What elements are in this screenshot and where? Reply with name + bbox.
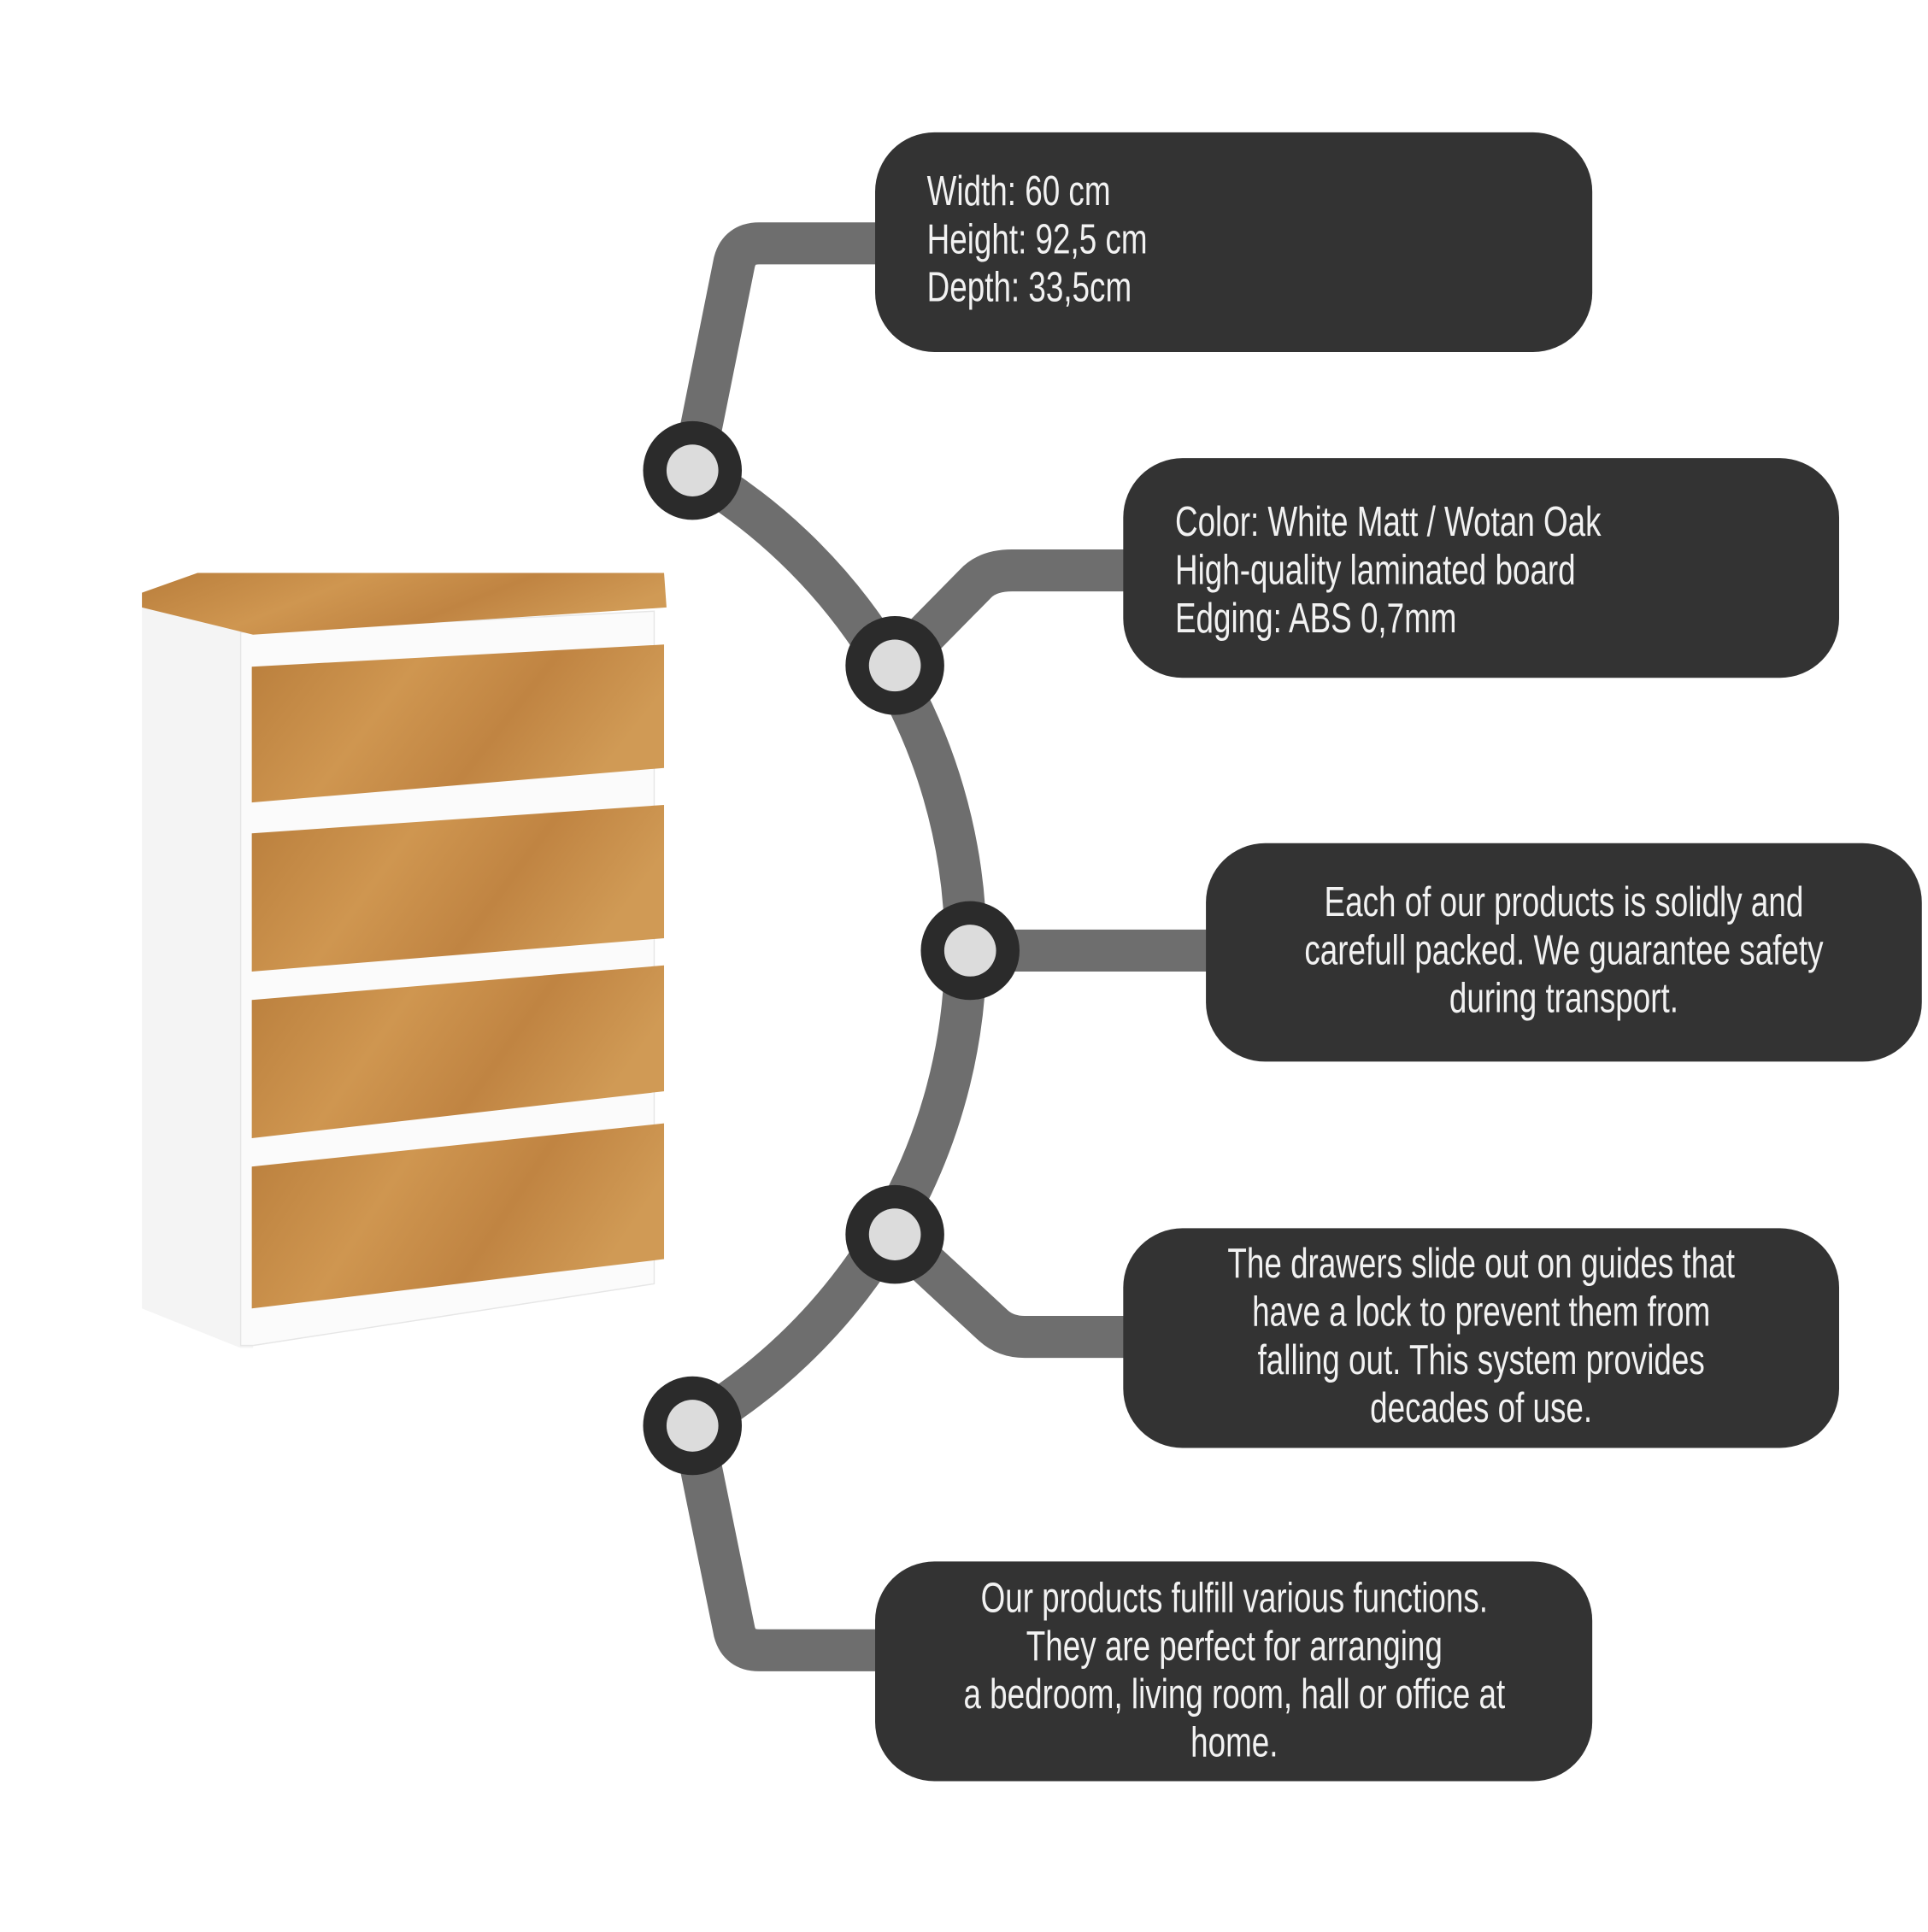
connector-5 — [672, 1421, 879, 1671]
callout-1-line-3: Depth: 33,5cm — [927, 265, 1132, 311]
node-3 — [920, 901, 1020, 1001]
dresser-drawer-4 — [251, 1123, 665, 1309]
callout-5-line-1: Our products fulfill various functions. — [981, 1576, 1488, 1622]
dresser-drawer-3 — [251, 965, 665, 1138]
node-1 — [643, 420, 743, 520]
callout-dimensions: Width: 60 cm Height: 92,5 cm Depth: 33,5… — [875, 132, 1593, 352]
callout-3-line-1: Each of our products is solidly and — [1325, 879, 1804, 925]
callout-5-line-2: They are perfect for arranging — [1026, 1624, 1443, 1670]
callout-3-line-2: carefull packed. We guarantee safety — [1304, 927, 1823, 973]
callout-5-line-4: home. — [1190, 1720, 1278, 1766]
callout-2-line-1: Color: White Matt / Wotan Oak — [1175, 499, 1602, 545]
connector-4 — [880, 1219, 1126, 1359]
callout-material: Color: White Matt / Wotan Oak High-quali… — [1123, 458, 1840, 678]
callout-4-line-1: The drawers slide out on guides that — [1227, 1241, 1735, 1287]
dresser-drawer-1 — [251, 644, 665, 803]
connector-2 — [879, 549, 1126, 681]
dresser-top — [142, 573, 667, 635]
callout-drawers: The drawers slide out on guides that hav… — [1123, 1228, 1840, 1448]
node-2 — [845, 616, 944, 715]
callout-4-line-3: falling out. This system provides — [1258, 1337, 1705, 1383]
node-4 — [845, 1184, 944, 1284]
callout-functions: Our products fulfill various functions. … — [875, 1561, 1593, 1782]
dresser-image — [142, 573, 667, 1348]
nodes — [643, 420, 1020, 1476]
callout-2-line-2: High-quality laminated board — [1175, 547, 1576, 593]
callout-5-line-3: a bedroom, living room, hall or office a… — [963, 1671, 1505, 1718]
callout-4-line-4: decades of use. — [1370, 1385, 1592, 1431]
connector-1 — [672, 222, 879, 475]
callout-packaging: Each of our products is solidly and care… — [1206, 843, 1922, 1062]
callout-3-line-3: during transport. — [1449, 976, 1678, 1022]
callout-1-line-2: Height: 92,5 cm — [927, 216, 1148, 262]
callout-4-line-2: have a lock to prevent them from — [1252, 1289, 1710, 1336]
node-5 — [643, 1376, 743, 1476]
dresser-drawer-2 — [251, 805, 665, 972]
dresser-side-panel — [142, 605, 254, 1348]
callout-2-line-3: Edging: ABS 0,7mm — [1175, 596, 1456, 642]
callout-1-line-1: Width: 60 cm — [927, 168, 1111, 214]
